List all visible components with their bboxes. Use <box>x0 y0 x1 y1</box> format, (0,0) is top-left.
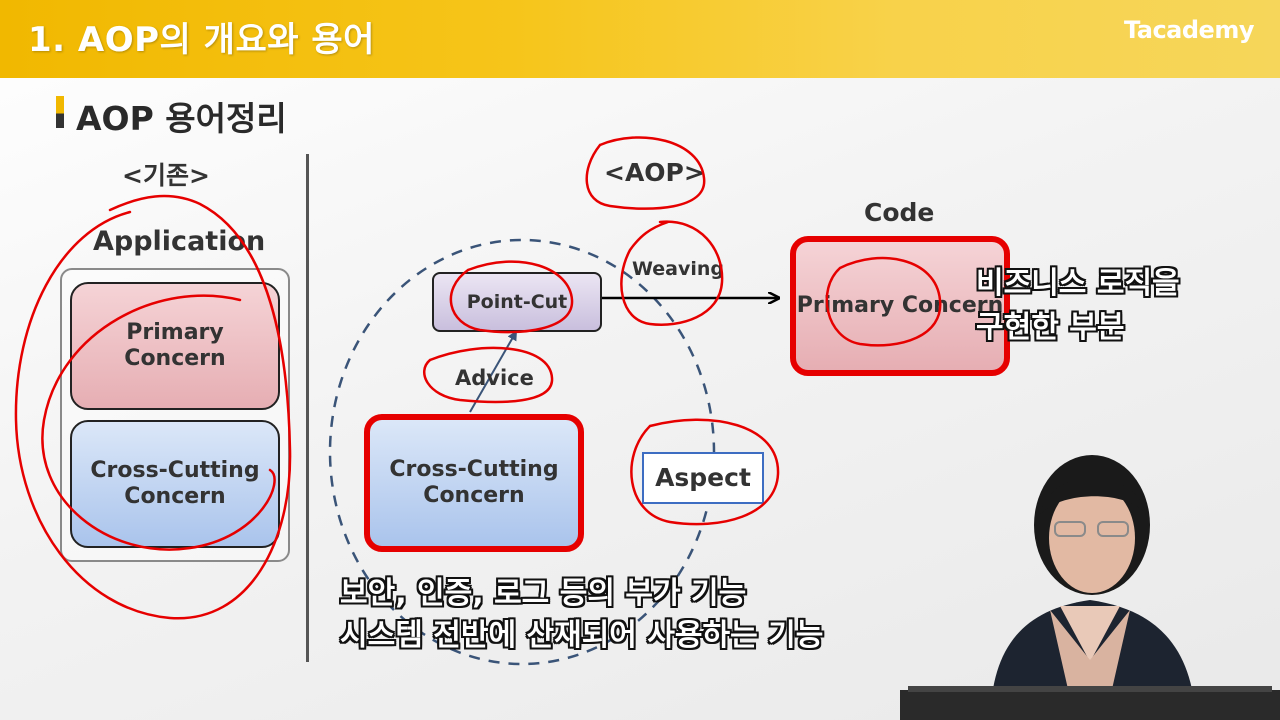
advice-label: Advice <box>455 366 534 390</box>
section-title: AOP 용어정리 <box>76 99 287 138</box>
caption-business-line1: 비즈니스 로직을 <box>976 266 1180 301</box>
vertical-divider <box>306 154 309 662</box>
caption-cross-line2: 시스템 전반에 산재되어 사용하는 기능 <box>340 618 824 653</box>
slide-title: 1. AOP의 개요와 용어 <box>28 20 375 60</box>
point-cut-box: Point-Cut <box>432 272 602 332</box>
application-label: Application <box>93 226 266 257</box>
presenter-video <box>900 455 1280 720</box>
legacy-primary-concern-box: Primary Concern <box>70 282 280 410</box>
aop-label: <AOP> <box>604 158 705 187</box>
legacy-cross-cutting-box: Cross-Cutting Concern <box>70 420 280 548</box>
section-marker <box>56 96 64 128</box>
aop-cross-cutting-box: Cross-Cutting Concern <box>364 414 584 552</box>
caption-business-line2: 구현한 부분 <box>976 310 1125 345</box>
caption-cross-line1: 보안, 인증, 로그 등의 부가 기능 <box>340 576 747 611</box>
weaving-label: Weaving <box>632 258 725 280</box>
legacy-label: <기존> <box>122 161 210 190</box>
brand-logo: Tacademy <box>1123 16 1255 44</box>
title-banner: 1. AOP의 개요와 용어 Tacademy <box>0 0 1280 78</box>
aspect-box: Aspect <box>642 452 764 504</box>
code-label: Code <box>864 198 935 227</box>
